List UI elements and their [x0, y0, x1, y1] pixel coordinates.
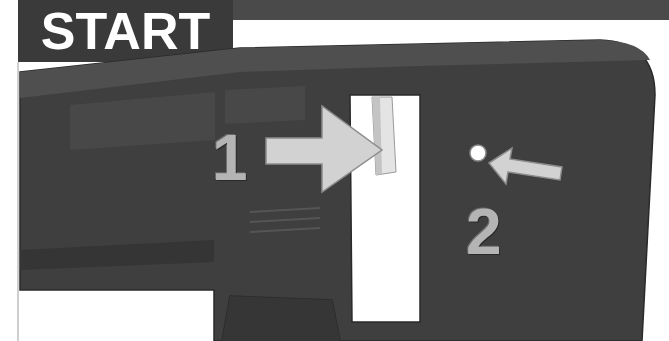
- trigger: [372, 97, 396, 175]
- header-tab: [18, 0, 233, 62]
- panel: [225, 86, 305, 124]
- vent-lines: [250, 208, 320, 232]
- frame-line: [17, 62, 19, 341]
- lower-edge: [20, 240, 214, 270]
- lock-button-hole: [470, 145, 486, 161]
- grip: [222, 296, 340, 341]
- header-title: START: [18, 0, 233, 62]
- callout-number: 2: [466, 200, 502, 264]
- push-arrow: [489, 148, 562, 184]
- handle-window: [350, 95, 420, 322]
- trigger-side: [372, 97, 382, 175]
- callout-number: 1: [212, 126, 248, 190]
- tool-body: [20, 40, 655, 341]
- push-arrow: [266, 106, 382, 192]
- panel: [70, 92, 215, 150]
